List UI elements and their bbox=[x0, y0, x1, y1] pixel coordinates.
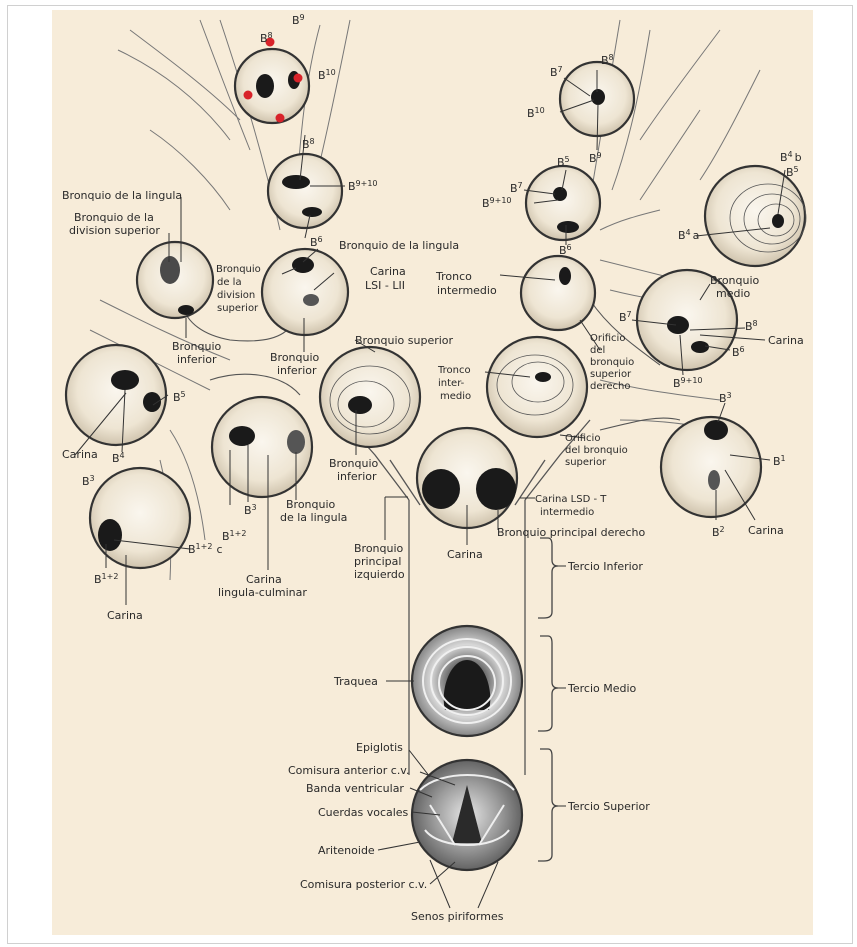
svg-text:de la: de la bbox=[217, 277, 242, 288]
svg-text:B8: B8 bbox=[302, 137, 315, 151]
svg-text:Tercio Superior: Tercio Superior bbox=[567, 800, 650, 813]
svg-text:inferior: inferior bbox=[177, 353, 217, 366]
svg-text:B2: B2 bbox=[712, 525, 725, 539]
svg-text:B1+2c: B1+2c bbox=[188, 542, 223, 556]
svg-text:izquierdo: izquierdo bbox=[354, 568, 405, 581]
svg-text:derecho: derecho bbox=[590, 381, 631, 392]
svg-text:B1+2: B1+2 bbox=[222, 529, 246, 543]
svg-text:B7: B7 bbox=[510, 181, 523, 195]
svg-text:Bronquio de la lingula: Bronquio de la lingula bbox=[339, 239, 459, 252]
svg-text:B5: B5 bbox=[786, 165, 799, 179]
svg-text:Bronquio: Bronquio bbox=[216, 264, 261, 275]
svg-text:B4: B4 bbox=[112, 451, 125, 465]
svg-text:Orificio: Orificio bbox=[565, 433, 600, 444]
svg-text:del: del bbox=[590, 345, 605, 356]
svg-text:Carina: Carina bbox=[768, 334, 804, 347]
svg-text:B6: B6 bbox=[559, 243, 572, 257]
svg-text:B10: B10 bbox=[318, 68, 336, 82]
svg-text:B8: B8 bbox=[745, 319, 758, 333]
svg-text:B7: B7 bbox=[619, 310, 632, 324]
svg-text:lingula-culminar: lingula-culminar bbox=[218, 586, 307, 599]
svg-text:Bronquio: Bronquio bbox=[270, 351, 320, 364]
svg-text:Bronquio de la: Bronquio de la bbox=[74, 211, 154, 224]
svg-text:superior: superior bbox=[217, 303, 259, 314]
svg-text:inferior: inferior bbox=[337, 470, 377, 483]
svg-text:principal: principal bbox=[354, 555, 401, 568]
svg-text:Bronquio: Bronquio bbox=[286, 498, 336, 511]
svg-text:Bronquio superior: Bronquio superior bbox=[355, 334, 454, 347]
svg-text:Aritenoide: Aritenoide bbox=[318, 844, 375, 857]
view-b3-b12 bbox=[90, 468, 190, 568]
svg-text:superior: superior bbox=[590, 369, 632, 380]
svg-text:B9: B9 bbox=[589, 151, 602, 165]
svg-text:Comisura posterior c.v.: Comisura posterior c.v. bbox=[300, 878, 427, 891]
svg-text:Carina: Carina bbox=[246, 573, 282, 586]
svg-text:Comisura anterior c.v.: Comisura anterior c.v. bbox=[288, 764, 409, 777]
svg-text:B6: B6 bbox=[732, 345, 745, 359]
svg-text:B7: B7 bbox=[550, 65, 563, 79]
svg-text:Carina: Carina bbox=[447, 548, 483, 561]
svg-text:Carina: Carina bbox=[62, 448, 98, 461]
view-b4-b5-right bbox=[705, 166, 805, 266]
svg-text:Carina: Carina bbox=[107, 609, 143, 622]
svg-text:B6: B6 bbox=[310, 235, 323, 249]
svg-text:B3: B3 bbox=[719, 391, 732, 405]
svg-text:bronquio: bronquio bbox=[590, 357, 634, 368]
svg-text:B3: B3 bbox=[244, 503, 257, 517]
svg-text:Orificio: Orificio bbox=[590, 333, 625, 344]
svg-text:B9+10: B9+10 bbox=[482, 196, 512, 210]
svg-text:intermedio: intermedio bbox=[540, 507, 594, 518]
svg-text:Bronquio: Bronquio bbox=[710, 274, 760, 287]
svg-text:Bronquio principal derecho: Bronquio principal derecho bbox=[497, 526, 645, 539]
view-bronquio-superior bbox=[320, 347, 420, 447]
svg-text:Bronquio: Bronquio bbox=[354, 542, 404, 555]
svg-text:division superior: division superior bbox=[69, 224, 160, 237]
svg-text:superior: superior bbox=[565, 457, 607, 468]
svg-text:Traquea: Traquea bbox=[333, 675, 378, 688]
svg-text:inter-: inter- bbox=[438, 378, 465, 389]
svg-text:B3: B3 bbox=[82, 474, 95, 488]
svg-text:division: division bbox=[217, 290, 255, 301]
svg-text:inferior: inferior bbox=[277, 364, 317, 377]
svg-text:de la lingula: de la lingula bbox=[280, 511, 347, 524]
endoscope-views bbox=[66, 49, 805, 870]
svg-text:medio: medio bbox=[440, 391, 471, 402]
svg-text:Bronquio: Bronquio bbox=[329, 457, 379, 470]
svg-text:B1+2: B1+2 bbox=[94, 572, 118, 586]
svg-text:del bronquio: del bronquio bbox=[565, 445, 628, 456]
svg-text:LSI - LII: LSI - LII bbox=[365, 279, 405, 292]
view-b8-b910-left bbox=[268, 154, 342, 228]
svg-text:B4b: B4b bbox=[780, 150, 802, 164]
tercio-braces bbox=[538, 538, 558, 861]
svg-text:Tronco: Tronco bbox=[437, 365, 471, 376]
svg-text:Senos piriformes: Senos piriformes bbox=[411, 910, 504, 923]
svg-text:Bronquio: Bronquio bbox=[172, 340, 222, 353]
svg-text:B5: B5 bbox=[173, 390, 186, 404]
svg-text:B4a: B4a bbox=[678, 228, 699, 242]
svg-text:intermedio: intermedio bbox=[437, 284, 497, 297]
svg-text:B9+10: B9+10 bbox=[673, 376, 703, 390]
svg-text:Tercio Inferior: Tercio Inferior bbox=[567, 560, 643, 573]
svg-text:Banda ventricular: Banda ventricular bbox=[306, 782, 404, 795]
svg-text:Cuerdas vocales: Cuerdas vocales bbox=[318, 806, 409, 819]
svg-text:Carina: Carina bbox=[370, 265, 406, 278]
view-tronco-inter-medio bbox=[487, 337, 587, 437]
svg-text:Tercio Medio: Tercio Medio bbox=[567, 682, 637, 695]
svg-text:medio: medio bbox=[716, 287, 751, 300]
svg-text:Carina: Carina bbox=[748, 524, 784, 537]
svg-text:B9: B9 bbox=[292, 13, 305, 27]
svg-text:Bronquio de la lingula: Bronquio de la lingula bbox=[62, 189, 182, 202]
svg-text:Tronco: Tronco bbox=[435, 270, 472, 283]
svg-text:B9+10: B9+10 bbox=[348, 179, 378, 193]
svg-text:B10: B10 bbox=[527, 106, 545, 120]
svg-text:B1: B1 bbox=[773, 454, 786, 468]
svg-text:Carina LSD - T: Carina LSD - T bbox=[535, 494, 607, 505]
svg-text:Epiglotis: Epiglotis bbox=[356, 741, 403, 754]
view-tronco-intermedio bbox=[521, 256, 595, 330]
